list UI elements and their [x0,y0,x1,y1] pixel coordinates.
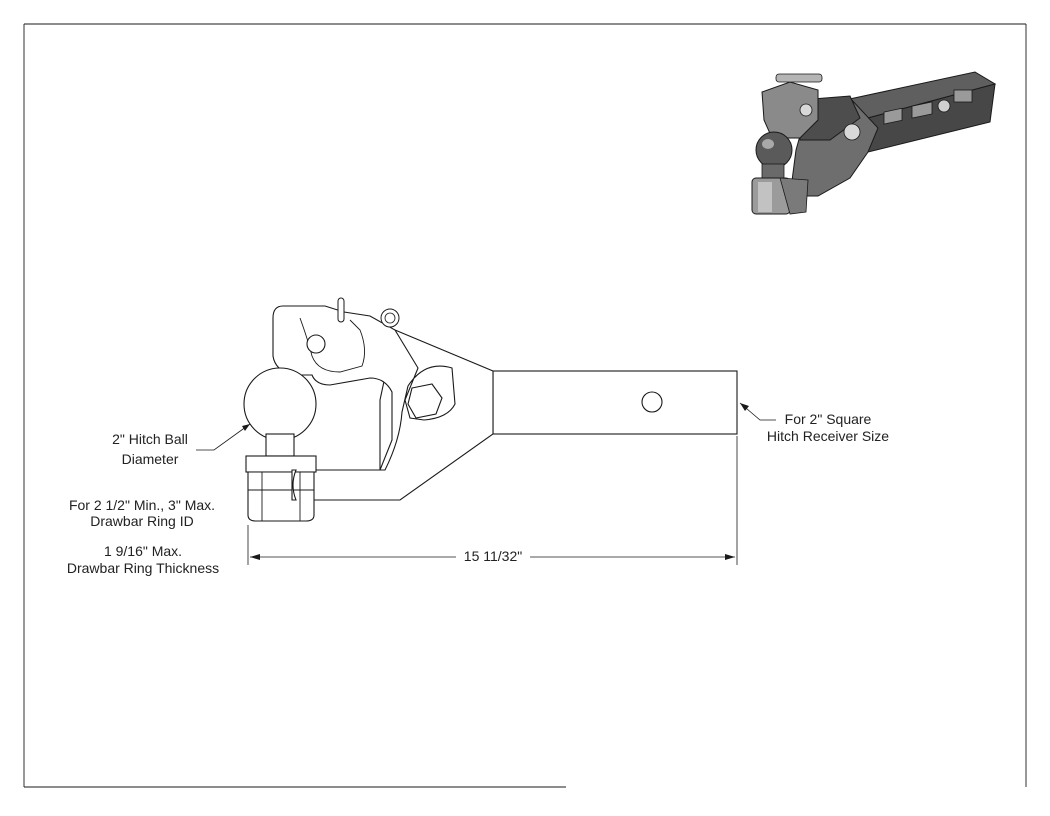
ball-neck [265,433,295,457]
pin-hole [641,391,663,413]
overall-length-dimension: 15 11/32" [247,436,738,565]
latch-pin [306,334,326,354]
ring-id-callout: For 2 1/2" Min., 3" Max. Drawbar Ring ID [69,497,215,529]
receiver-callout: For 2" Square Hitch Receiver Size [739,402,889,444]
side-view-drawing [243,297,738,522]
hitch-ball-callout: 2" Hitch Ball Diameter [112,423,251,467]
ring-thickness-callout: 1 9/16" Max. Drawbar Ring Thickness [67,543,219,576]
hitch-ball-label-line2: Diameter [122,451,179,467]
receiver-label-line2: Hitch Receiver Size [767,428,889,444]
ring-id-label-line1: For 2 1/2" Min., 3" Max. [69,497,215,513]
hitch-ball [243,367,317,441]
receiver-label-line1: For 2" Square [785,411,872,427]
overall-length-label: 15 11/32" [464,548,522,564]
safety-pin [337,297,345,323]
ball-washer [245,455,317,473]
ring-thickness-label-line1: 1 9/16" Max. [104,543,182,559]
receiver-shank [492,370,738,435]
sheet-border [23,23,1027,788]
isometric-view-image [751,71,997,215]
pivot-bolt [407,383,443,419]
ball-nut [247,471,315,522]
ring-thickness-label-line2: Drawbar Ring Thickness [67,560,219,576]
hitch-ball-label-line1: 2" Hitch Ball [112,431,188,447]
ring-id-label-line2: Drawbar Ring ID [90,513,193,529]
